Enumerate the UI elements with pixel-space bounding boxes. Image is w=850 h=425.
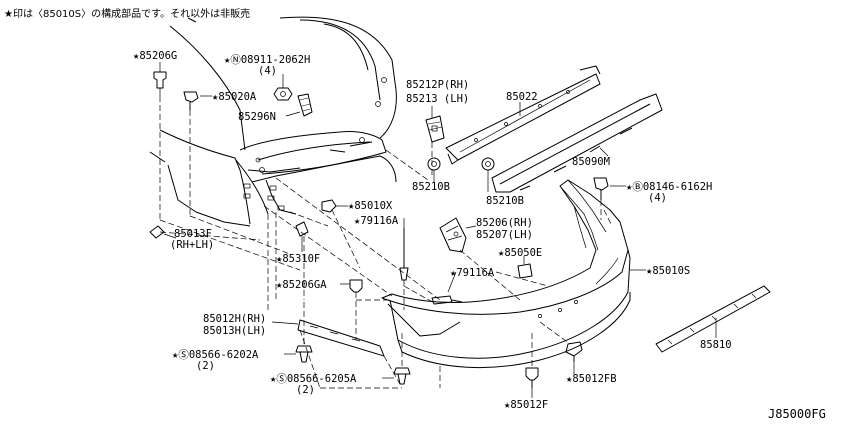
- screw-08566-6205a: [382, 330, 411, 385]
- moulding-85810: [655, 285, 771, 353]
- label-08911: ★Ⓝ08911-2062H: [224, 54, 310, 66]
- label-85050e: ★85050E: [498, 247, 542, 259]
- label-85010x: ★85010X: [348, 200, 393, 212]
- label-85012f: ★85012F: [504, 399, 548, 411]
- label-08566-6205a-qty: (2): [296, 384, 315, 396]
- label-85013f-side: (RH+LH): [170, 239, 214, 251]
- nut-08911: [273, 74, 293, 101]
- absorber-85090m: [491, 93, 663, 193]
- label-08146-qty: (4): [648, 192, 667, 204]
- label-85206: 85206(RH): [476, 217, 533, 229]
- clip-85206g: [153, 62, 167, 220]
- label-85210b-b: 85210B: [486, 195, 524, 207]
- label-85210b-a: 85210B: [412, 181, 450, 193]
- stay-85012h: [271, 319, 385, 357]
- plug-85010x: [321, 199, 348, 213]
- label-85213: 85213 (LH): [406, 93, 469, 105]
- stopper-85310f: [295, 221, 309, 252]
- screw-08566-6202a: [284, 300, 313, 363]
- label-08911-qty: (4): [258, 65, 277, 77]
- label-85810: 85810: [700, 339, 732, 351]
- label-08566-6205a: ★Ⓢ08566-6205A: [270, 373, 357, 385]
- diagram-id: J85000FG: [768, 407, 826, 421]
- label-85012fb: ★85012FB: [566, 373, 617, 385]
- assembly-lines: [159, 149, 613, 389]
- clip-85012fb: [539, 321, 583, 374]
- label-08146: ★Ⓑ08146-6162H: [626, 181, 712, 193]
- bracket-85296n: [285, 93, 313, 117]
- bracket-85206: [439, 217, 477, 253]
- label-85012h: 85012H(RH): [203, 313, 266, 325]
- label-08566-6202a: ★Ⓢ08566-6202A: [172, 349, 259, 361]
- label-85206g: ★85206G: [133, 50, 177, 62]
- label-85212p: 85212P(RH): [406, 79, 469, 91]
- clip-79116a-a: [399, 218, 409, 281]
- clip-85206ga: [340, 279, 363, 340]
- label-85022: 85022: [506, 91, 538, 103]
- label-85020a: ★85020A: [212, 91, 257, 103]
- bracket-85212p: [425, 106, 445, 176]
- label-85013h: 85013H(LH): [203, 325, 266, 337]
- reinforcement-85022: [445, 65, 601, 165]
- grommet-85210b-b: [481, 157, 495, 192]
- seal-85013f: [149, 225, 261, 241]
- label-85090m: 85090M: [572, 156, 610, 168]
- label-85207: 85207(LH): [476, 229, 533, 241]
- header-note: ★印は〈85010S〉の構成部品です。それ以外は非販売: [4, 7, 250, 20]
- label-85013f: 85013F: [174, 228, 212, 240]
- label-85296n: 85296N: [238, 111, 276, 123]
- label-85310f: ★85310F: [276, 253, 320, 265]
- bracket-85050e: [517, 256, 533, 279]
- label-08566-6202a-qty: (2): [196, 360, 215, 372]
- vehicle-body-outline: [149, 16, 397, 227]
- bolt-08146: [593, 177, 626, 220]
- bolt-85020a: [183, 91, 212, 216]
- bumper-fascia-85010s: [381, 179, 646, 369]
- label-85206ga: ★85206GA: [276, 279, 327, 291]
- grommet-85210b-a: [427, 157, 441, 182]
- label-85010s: ★85010S: [646, 265, 690, 277]
- label-79116a-a: ★79116A: [354, 215, 399, 227]
- label-79116a-b: ★79116A: [450, 267, 495, 279]
- clip-85012f: [525, 330, 539, 398]
